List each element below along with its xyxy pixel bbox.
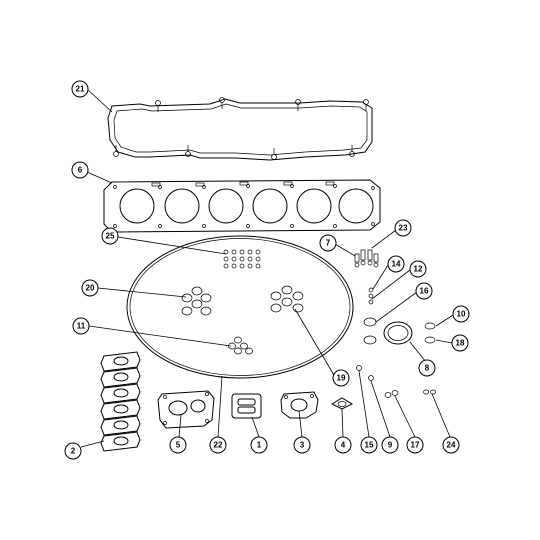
callout-20: 20 <box>81 279 99 297</box>
callout-18: 18 <box>451 334 469 352</box>
valve-cover-gasket <box>107 97 373 161</box>
callout-2: 2 <box>64 442 82 460</box>
callout-label: 5 <box>176 441 181 450</box>
seal-ring <box>383 321 413 345</box>
small-seal-grid <box>223 249 261 269</box>
callout-label: 8 <box>425 364 430 373</box>
callout-24: 24 <box>442 436 460 454</box>
small-seals-right <box>424 322 436 344</box>
callout-3: 3 <box>293 436 311 454</box>
callout-label: 21 <box>76 85 85 94</box>
small-fittings <box>354 249 379 268</box>
callout-15: 15 <box>360 436 378 454</box>
callout-6: 6 <box>71 161 89 179</box>
small-o-ring-cluster <box>228 336 253 355</box>
callout-label: 25 <box>106 232 115 241</box>
exhaust-manifold-gaskets <box>100 351 141 452</box>
callout-1: 1 <box>250 436 268 454</box>
callout-12: 12 <box>409 260 427 278</box>
callout-label: 15 <box>365 441 374 450</box>
callout-label: 4 <box>341 441 346 450</box>
callout-14: 14 <box>387 255 405 273</box>
callout-5: 5 <box>169 436 187 454</box>
callout-label: 12 <box>414 265 423 274</box>
callout-7: 7 <box>319 234 337 252</box>
callout-23: 23 <box>394 219 412 237</box>
callout-label: 19 <box>337 374 346 383</box>
callout-11: 11 <box>72 317 90 335</box>
o-ring-cluster-left <box>181 286 212 316</box>
callout-label: 9 <box>388 441 393 450</box>
callout-label: 18 <box>456 339 465 348</box>
rectangular-port-gasket <box>231 393 262 419</box>
callout-label: 6 <box>78 166 83 175</box>
callout-label: 2 <box>71 447 76 456</box>
callout-label: 22 <box>214 441 223 450</box>
callout-label: 1 <box>257 441 262 450</box>
callout-label: 14 <box>392 260 401 269</box>
small-flange-gasket <box>330 397 354 410</box>
callout-19: 19 <box>332 369 350 387</box>
callout-22: 22 <box>209 436 227 454</box>
callout-label: 16 <box>420 287 429 296</box>
leader-lines <box>80 88 454 448</box>
callout-label: 7 <box>326 239 331 248</box>
callout-9: 9 <box>381 436 399 454</box>
callout-label: 24 <box>447 441 456 450</box>
o-rings-medium <box>363 317 377 345</box>
o-ring-cluster-right <box>270 285 304 313</box>
tiny-rings <box>368 287 374 305</box>
large-seal-ring <box>126 235 354 379</box>
cylinder-head-gasket <box>103 179 381 233</box>
callout-10: 10 <box>452 305 470 323</box>
callout-16: 16 <box>415 282 433 300</box>
small-rings-bottom <box>356 365 436 398</box>
callout-label: 23 <box>399 224 408 233</box>
callout-4: 4 <box>334 436 352 454</box>
callout-21: 21 <box>71 80 89 98</box>
callout-17: 17 <box>406 436 424 454</box>
twin-port-gasket <box>157 390 215 429</box>
callout-label: 10 <box>457 310 466 319</box>
callout-label: 3 <box>300 441 305 450</box>
callout-label: 11 <box>77 322 86 331</box>
callout-label: 20 <box>86 284 95 293</box>
callout-label: 17 <box>411 441 420 450</box>
callout-25: 25 <box>101 227 119 245</box>
callout-8: 8 <box>418 359 436 377</box>
